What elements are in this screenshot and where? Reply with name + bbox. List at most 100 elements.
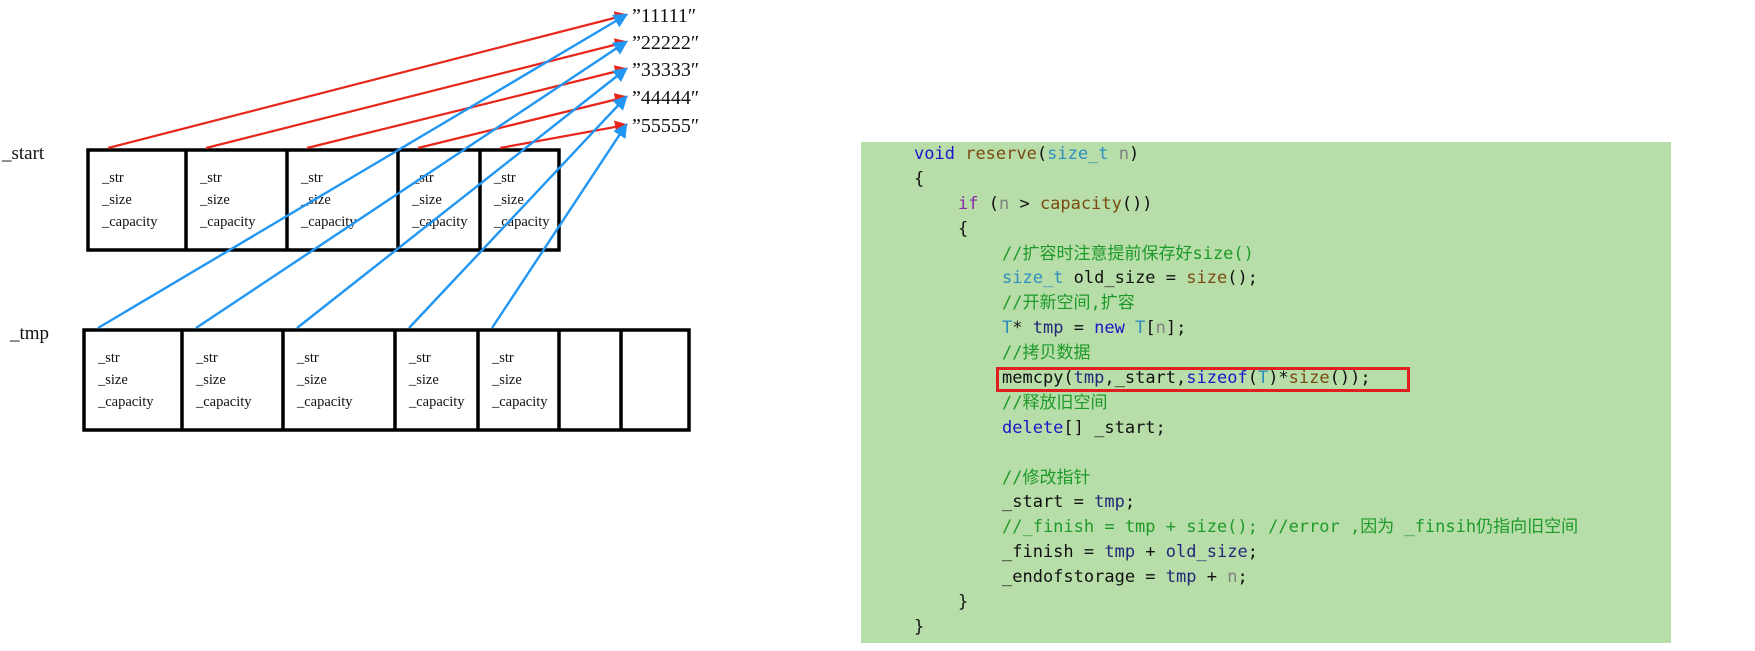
code-line: if (n > capacity()): [914, 192, 1578, 217]
code-token: capacity: [1039, 193, 1122, 214]
code-token: n: [1118, 144, 1130, 164]
code-token: tmp: [1032, 318, 1064, 339]
string-literal: ”11111″: [632, 5, 696, 27]
new-pointer-arrows: [97, 13, 629, 330]
code-token: [] _start;: [1063, 417, 1166, 438]
tmp-cell-field: _size: [296, 372, 327, 388]
code-token: {: [958, 218, 969, 239]
code-token: _endofstorage =: [1002, 567, 1166, 588]
tmp-cell-field: _size: [97, 372, 128, 388]
code-token: ;: [1247, 542, 1258, 563]
code-token: _finish =: [1002, 542, 1105, 563]
new-pointer-arrow: [490, 122, 628, 329]
code-token: (: [1036, 144, 1048, 164]
code-line: {: [914, 167, 1578, 192]
code-token: n: [1155, 318, 1166, 339]
old-pointer-arrow: [499, 120, 629, 150]
code-token: n: [1227, 567, 1238, 588]
tmp-cell-field: _capacity: [408, 394, 465, 410]
code-token: old_size =: [1063, 268, 1187, 289]
code-line: T* tmp = new T[n];: [914, 316, 1578, 341]
old-pointer-arrow: [205, 38, 629, 150]
start-label: _start: [1, 143, 45, 164]
tmp-cell-field: _str: [491, 350, 514, 366]
code-line: void reserve(size_t n): [914, 142, 1578, 167]
code-line: _endofstorage = tmp + n;: [914, 565, 1578, 590]
code-token: [: [1145, 318, 1156, 339]
start-cell-field: _str: [493, 170, 516, 186]
code-token: old_size: [1165, 542, 1248, 563]
code-token: ];: [1165, 318, 1187, 339]
code-token: size_t: [1047, 144, 1109, 164]
code-token: //拷贝数据: [1002, 343, 1091, 364]
code-token: ();: [1227, 268, 1258, 289]
code-token: //修改指针: [1002, 467, 1091, 488]
tmp-array: _str _size _capacity _str _size _capacity _str…: [82, 328, 691, 432]
code-line: //修改指针: [914, 466, 1578, 491]
start-cell-field: _size: [411, 192, 442, 208]
start-cell-field: _capacity: [101, 214, 158, 230]
start-array: _str_size_capacity_str_size_capacity_str…: [86, 148, 561, 252]
code-line: }: [914, 615, 1578, 640]
start-cell-field: _size: [493, 192, 524, 208]
tmp-cell-field: _size: [491, 372, 522, 388]
code-token: ;: [1237, 567, 1248, 588]
code-token: memcpy(: [1002, 368, 1074, 389]
code-token: [1125, 318, 1135, 338]
code-token: _start =: [1002, 492, 1095, 513]
code-panel: void reserve(size_t n){if (n > capacity(…: [861, 142, 1671, 643]
code-token: void: [914, 144, 955, 164]
code-token: ());: [1329, 368, 1371, 389]
code-token: tmp: [1094, 492, 1125, 513]
string-literal: ”22222″: [632, 32, 699, 54]
code-token: ,_start,: [1104, 368, 1187, 389]
code-line: //拷贝数据: [914, 341, 1578, 366]
start-cell-field: _size: [101, 192, 132, 208]
code-line: size_t old_size = size();: [914, 266, 1578, 291]
code-line: memcpy(tmp,_start,sizeof(T)*size());: [914, 366, 1578, 391]
memcpy-highlight-box: [996, 367, 1410, 392]
code-token: tmp: [1073, 368, 1105, 389]
code-token: ): [1129, 144, 1140, 164]
code-token: size: [1186, 268, 1228, 289]
code-line: }: [914, 590, 1578, 615]
code-line: //扩容时注意提前保存好size(): [914, 242, 1578, 267]
code-token: delete: [1002, 417, 1064, 438]
start-cell-field: _capacity: [199, 214, 256, 230]
tmp-cell-field: _str: [97, 350, 120, 366]
code-token: T: [1135, 318, 1146, 339]
code-token: [955, 144, 965, 164]
old-pointer-arrow: [417, 93, 629, 150]
code-token: //开新空间,扩容: [1002, 293, 1135, 314]
tmp-cell-field: _str: [195, 350, 218, 366]
code-line: delete[] _start;: [914, 416, 1578, 441]
tmp-cell-field: _size: [195, 372, 226, 388]
code-token: tmp: [1104, 542, 1136, 563]
start-cell-field: _capacity: [300, 214, 357, 230]
tmp-cell-field: _capacity: [296, 394, 353, 410]
tmp-cell-field: _str: [408, 350, 431, 366]
new-pointer-arrow: [97, 13, 629, 330]
code-line: [914, 441, 1578, 466]
old-pointer-arrows: [107, 11, 629, 150]
string-literal: ”33333″: [632, 59, 699, 81]
code-token: >: [1009, 193, 1040, 214]
start-cell-field: _capacity: [493, 214, 550, 230]
start-cell-field: _str: [101, 170, 124, 186]
code-token: (: [978, 193, 999, 214]
code-block: void reserve(size_t n){if (n > capacity(…: [914, 142, 1578, 640]
tmp-cell-field: _size: [408, 372, 439, 388]
tmp-frame: [82, 328, 691, 432]
code-line: {: [914, 217, 1578, 242]
tmp-cell-field: _capacity: [97, 394, 154, 410]
string-literals: ”11111″”22222″”33333″”44444″”55555″: [632, 5, 699, 137]
tmp-cell-field: _capacity: [195, 394, 252, 410]
code-token: tmp: [1165, 567, 1197, 588]
code-token: new: [1094, 318, 1125, 339]
new-pointer-arrow: [296, 67, 628, 329]
code-token: sizeof: [1186, 368, 1248, 389]
code-token: //释放旧空间: [1002, 392, 1108, 413]
code-token: T: [1002, 318, 1013, 339]
code-token: +: [1196, 567, 1228, 588]
start-cell-field: _size: [199, 192, 230, 208]
